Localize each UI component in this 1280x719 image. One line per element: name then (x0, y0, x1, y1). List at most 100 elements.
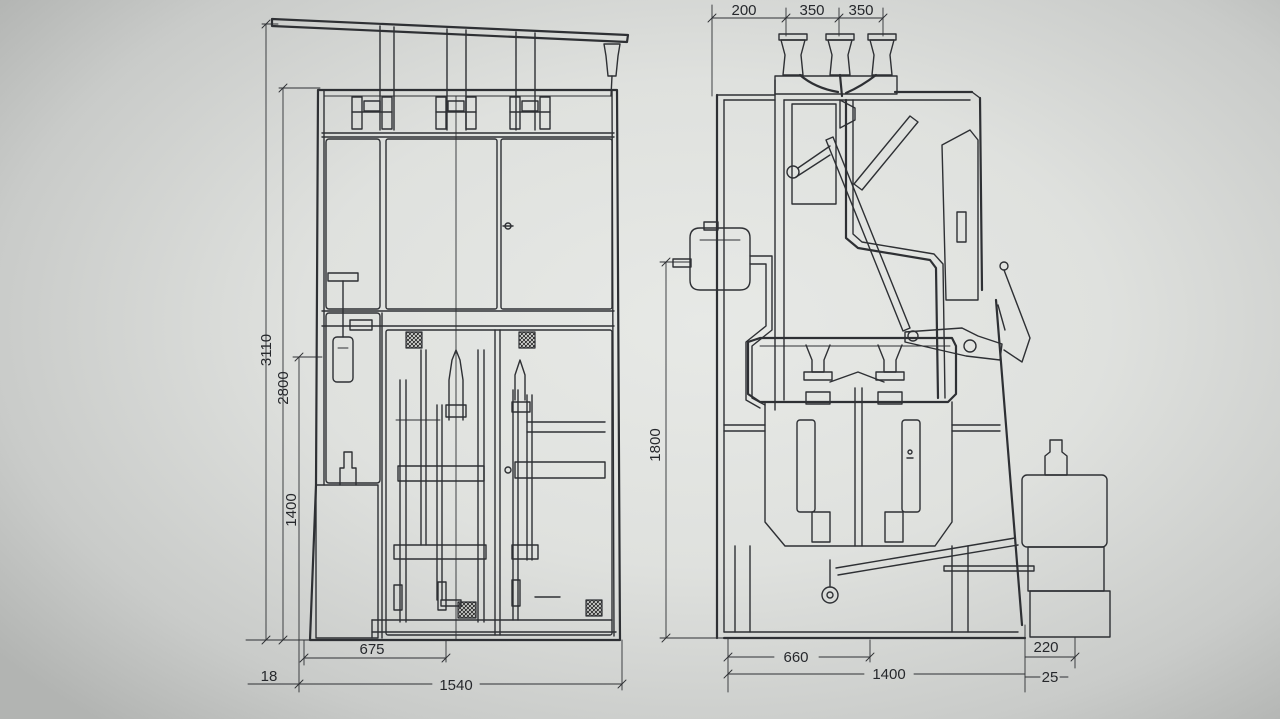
indicator-window (349, 319, 373, 331)
mechanism-crossmember (397, 465, 485, 482)
side-rear-unit (672, 221, 773, 409)
side-view: 200 350 350 (647, 2, 1111, 693)
pole-contact (877, 344, 903, 373)
mechanism-hook (437, 581, 447, 611)
dim-tick (865, 652, 875, 662)
partition-barrier (852, 99, 946, 399)
front-left-panel (315, 272, 383, 639)
hatched-block (405, 331, 423, 349)
dim-tick (278, 83, 288, 93)
bus-support (435, 96, 447, 130)
front-pole-insulator (514, 359, 526, 401)
external-unit (1021, 439, 1111, 638)
current-transformer (791, 103, 837, 205)
dim-label-overall-width: 1540 (439, 677, 472, 694)
side-cabinet (715, 79, 1024, 640)
dim-label-lower-height: 1400 (283, 493, 300, 526)
dim-label-front-depth: 660 (783, 649, 808, 666)
pole-contact-flange (803, 371, 833, 381)
roof-canopy (270, 17, 630, 44)
dim-label-half-width: 675 (359, 641, 384, 658)
mechanism-plate (440, 599, 462, 607)
circuit-breaker-truck (746, 336, 958, 547)
front-view: 3110 2800 1400 675 1540 18 (245, 17, 630, 694)
pivot-arm (795, 154, 831, 178)
linkage-rod (837, 544, 1019, 576)
bus-clamp (447, 100, 465, 112)
bushing-lead (838, 73, 844, 98)
upper-diagonal-bar (853, 115, 919, 191)
front-cabinet-outline (308, 88, 622, 642)
external-insulator (1044, 439, 1068, 476)
dim-label-unit-gap: 25 (1042, 669, 1059, 686)
operating-handle-tbar (327, 272, 359, 282)
dim-label-bushing-spacing-2: 350 (848, 2, 873, 19)
dim-tick (1070, 652, 1080, 662)
mechanism-crossmember (514, 461, 606, 479)
bus-clamp (521, 100, 539, 112)
hatched-block (457, 601, 477, 619)
lever-pivot (999, 261, 1009, 271)
dim-label-rear-offset: 200 (731, 2, 756, 19)
breaker-top-housing (746, 336, 958, 404)
dim-tick (441, 653, 451, 663)
dim-tick (617, 679, 627, 689)
side-dimensions: 1800 660 1400 220 25 (647, 257, 1080, 693)
pole-contact (805, 344, 831, 373)
pole-contact-base (805, 391, 831, 405)
front-lever (1003, 269, 1031, 363)
partition-barrier (844, 98, 940, 400)
dim-tick (723, 652, 733, 662)
front-roof (270, 17, 630, 131)
mechanism-crossmember (511, 544, 539, 560)
dim-tick (661, 257, 671, 267)
dim-tick (723, 669, 733, 679)
mechanism-crossmember (393, 544, 487, 560)
linkage-pivot-pin (826, 591, 834, 599)
external-base-box (1029, 590, 1111, 638)
pivot-joint (786, 165, 800, 179)
pole-contact-base (877, 391, 903, 405)
external-middle-box (1027, 546, 1105, 592)
front-arm-pivot (907, 330, 919, 342)
insulator-flange (445, 404, 467, 418)
bus-support (351, 96, 363, 130)
hatched-block (518, 331, 536, 349)
front-door-handle (956, 211, 967, 243)
front-door-panel (941, 129, 979, 301)
rear-motor-box (689, 227, 751, 291)
side-lower-structure (722, 261, 1035, 640)
side-roof (971, 91, 981, 99)
upper-left-panel (325, 138, 381, 310)
bus-support (509, 96, 521, 130)
dim-label-base-offset: 18 (261, 668, 278, 685)
pole-cylinder (901, 419, 921, 513)
bottom-left-block (315, 484, 379, 639)
dim-tick (299, 653, 309, 663)
dim-label-bushing-spacing-1: 350 (799, 2, 824, 19)
bushing-body (827, 39, 853, 76)
dim-label-overall-height: 3110 (258, 334, 275, 366)
side-front-wall (994, 298, 1024, 627)
dim-tick (294, 679, 304, 689)
bus-support (539, 96, 551, 130)
rear-pipe (745, 263, 767, 409)
lower-left-panel (325, 312, 381, 484)
dim-tick (781, 13, 791, 23)
pole-yoke (829, 371, 885, 383)
dim-tick (707, 13, 717, 23)
dim-tick (261, 19, 271, 29)
dim-label-cabinet-height: 2800 (275, 371, 292, 404)
bushing-cap (778, 33, 808, 41)
front-lower-compartment (371, 329, 617, 639)
pole-lower-bushing (811, 511, 831, 543)
upper-right-door (500, 138, 613, 310)
side-bushings (774, 33, 898, 98)
bus-support (381, 96, 393, 130)
side-front-wall (978, 96, 984, 292)
mechanism-hook (393, 584, 403, 611)
lower-door-handle (504, 466, 512, 474)
linkage-rod (835, 537, 1016, 569)
hatched-block (585, 599, 603, 617)
